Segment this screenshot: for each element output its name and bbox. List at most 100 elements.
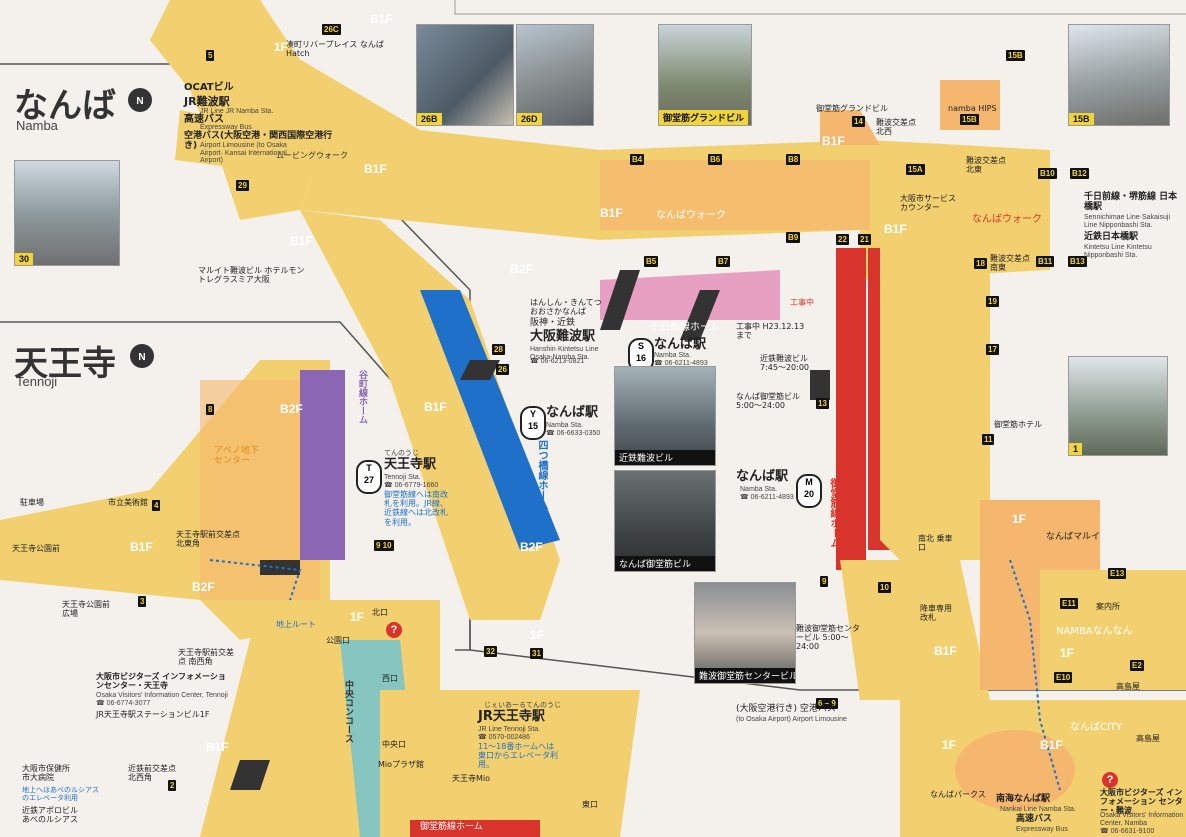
yotsubashi-namba-station: なんば駅 (546, 405, 599, 420)
floor-1f: 1F (350, 610, 365, 624)
info-icon: ? (1102, 772, 1118, 788)
photo-midosuji-grand: 御堂筋グランドビル (658, 24, 752, 126)
exit-4: 4 (152, 500, 161, 511)
exit-b7: B7 (716, 256, 731, 267)
namba-crossing-nw: 難波交差点 北西 (876, 118, 916, 137)
exit-32: 32 (484, 646, 497, 657)
jr-station-building: JR天王寺駅ステーションビル1F (96, 710, 210, 719)
tennoji-crossing-ne: 天王寺駅前交差点 北東角 (176, 530, 240, 549)
photo-exit-1: 1 (1068, 356, 1168, 456)
midosuji-namba-en: Namba Sta. (740, 486, 777, 493)
exit-29: 29 (236, 180, 249, 191)
exit-b11: B11 (1036, 256, 1055, 267)
osaka-namba-tel: ☎ 06-6213-0821 (530, 358, 585, 365)
photo-namba-midosuji-bldg: なんば御堂筋ビル (614, 470, 716, 572)
airport-bus-en: Airport Limousine (to Osaka Airport· Kan… (200, 142, 287, 165)
floor-b1f: B1F (206, 740, 229, 754)
abeno-center-label: アベノ地下センター (214, 446, 259, 467)
midosuji-tel: ☎ 06-6211-4893 (740, 494, 794, 501)
exit-15a: 15A (906, 164, 925, 175)
kintetsu-nipponbashi-label: 近鉄日本橋駅 (1084, 232, 1139, 242)
visitor-info-namba-en: Osaka Visitors' Information Center, Namb… (1100, 812, 1184, 827)
airport-bus-en: (to Osaka Airport) Airport Limousine (736, 716, 847, 723)
yotsubashi-tel: ☎ 06-6633-0350 (546, 430, 601, 437)
airport-bus-label: (大阪空港行き) 空港バス (736, 704, 836, 714)
exit-18: 18 (974, 258, 987, 269)
exit-21: 21 (858, 234, 871, 245)
exit-31: 31 (530, 648, 543, 659)
ocat-label: OCATビル (184, 82, 234, 93)
minatomachi-label: 湊町リバープレイス なんばHatch (286, 40, 384, 59)
exit-b9: B9 (786, 232, 801, 243)
expressway-bus-label: 高速バス (1016, 814, 1053, 824)
midosuji-platform-label: 御堂筋線ホーム (420, 822, 483, 832)
exit-b12: B12 (1070, 168, 1089, 179)
namba-marui-label: なんばマルイ (1046, 532, 1101, 542)
exit-e13: E13 (1108, 568, 1127, 579)
floor-b1f: B1F (370, 12, 393, 26)
jr-tennoji-tel: ☎ 0570-002486 (478, 734, 530, 741)
exit-14: 14 (852, 116, 865, 127)
sennichimae-tel: ☎ 06-6211-4893 (654, 360, 708, 367)
exit-b10: B10 (1038, 168, 1057, 179)
photo-exit-26b: 26B (416, 24, 514, 126)
exit-2: 2 (168, 780, 177, 791)
hanshin-kintetsu-label: 阪神・近鉄 (530, 318, 576, 328)
west-gate-label: 西口 (382, 674, 398, 683)
construction-label: 工事中 (790, 298, 814, 307)
central-gate-label: 中央口 (382, 740, 406, 749)
tennoji-kana: てんのうじ (384, 450, 419, 457)
namba-city-label: なんばCITY (1070, 722, 1123, 733)
exit-b6: B6 (708, 154, 723, 165)
photo-exit-30: 30 (14, 160, 120, 266)
nipponbashi-en: Sennichimae Line·Sakaisuji Line Nipponba… (1084, 214, 1170, 229)
east-gate-label: 東口 (582, 800, 598, 809)
kintetsu-namba-bldg-hours: 近鉄難波ビル 7:45〜20:00 (760, 354, 810, 373)
tennoji-crossing-sw: 天王寺駅前交差点 南西角 (178, 648, 234, 667)
namba-walk-label: なんばウォーク (972, 214, 1042, 225)
elevator-note: 地上へはあべのルシアスのエレベータ利用 (22, 786, 99, 803)
exit-22: 22 (836, 234, 849, 245)
jr-tennoji-kana: じぇいあーるてんのうじ (484, 702, 561, 709)
center-bldg-hours: 難波御堂筋センタービル 5:00〜24:00 (796, 624, 860, 652)
floor-b1f: B1F (130, 540, 153, 554)
exit-15b: 15B (1006, 50, 1025, 61)
exit-17: 17 (986, 344, 999, 355)
floor-b1f: B1F (364, 162, 387, 176)
visitor-info-tennoji: 大阪市ビジターズ インフォメーションセンター・天王寺 (96, 672, 226, 691)
namba-hips-label: namba HIPS (948, 104, 997, 113)
park-gate-label: 公園口 (326, 636, 350, 645)
hanshin-kintetsu-kana: はんしん・きんてつ おおさかなんば (530, 298, 602, 317)
namba-crossing-ne: 難波交差点 北東 (966, 156, 1006, 175)
midosuji-hotel-label: 御堂筋ホテル (994, 420, 1042, 429)
floor-1f: 1F (1060, 646, 1075, 660)
jr-namba-label: JR難波駅 (184, 95, 230, 108)
health-center-label: 大阪市保健所 市大病院 (22, 764, 70, 783)
midosuji-platform-label: 御堂筋線ホーム (828, 478, 839, 548)
exit-19: 19 (986, 296, 999, 307)
exit-11: 11 (982, 434, 995, 445)
tennoji-mio-label: 天王寺Mio (452, 774, 491, 783)
art-museum-label: 市立美術館 (108, 498, 148, 507)
photo-center-bldg: 難波御堂筋センタービル (694, 582, 796, 684)
visitor-info-namba-tel: ☎ 06-6631-9100 (1100, 828, 1155, 835)
exit-3: 3 (138, 596, 147, 607)
floor-b1f: B1F (934, 644, 957, 658)
ground-route-label: 地上ルート (276, 620, 316, 629)
kintetsu-abeno-label: 近鉄アポロビル あべのルシアス (22, 806, 78, 825)
visitor-info-tennoji-en: Osaka Visitors' Information Center, Tenn… (96, 692, 228, 699)
north-gate-label: 北口 (372, 608, 388, 617)
floor-b1f: 1F (530, 628, 545, 642)
tennoji-transfer-note: 御堂筋線へは南改札を利用。JR線、近鉄線へは北改札を利用。 (384, 490, 448, 527)
exit-b13: B13 (1068, 256, 1087, 267)
tennoji-station-en: Tennoji Sta. (384, 474, 421, 481)
visitor-info-namba: 大阪市ビジターズ インフォメーション センター・難波 (1100, 788, 1183, 816)
floor-1f: 1F (942, 738, 957, 752)
floor-b1f: B1F (600, 206, 623, 220)
airport-bus-label: 空港バス(大阪空港・関西国際空港行き) (184, 131, 333, 152)
jr-namba-en: JR Line JR Namba Sta. (200, 108, 274, 115)
